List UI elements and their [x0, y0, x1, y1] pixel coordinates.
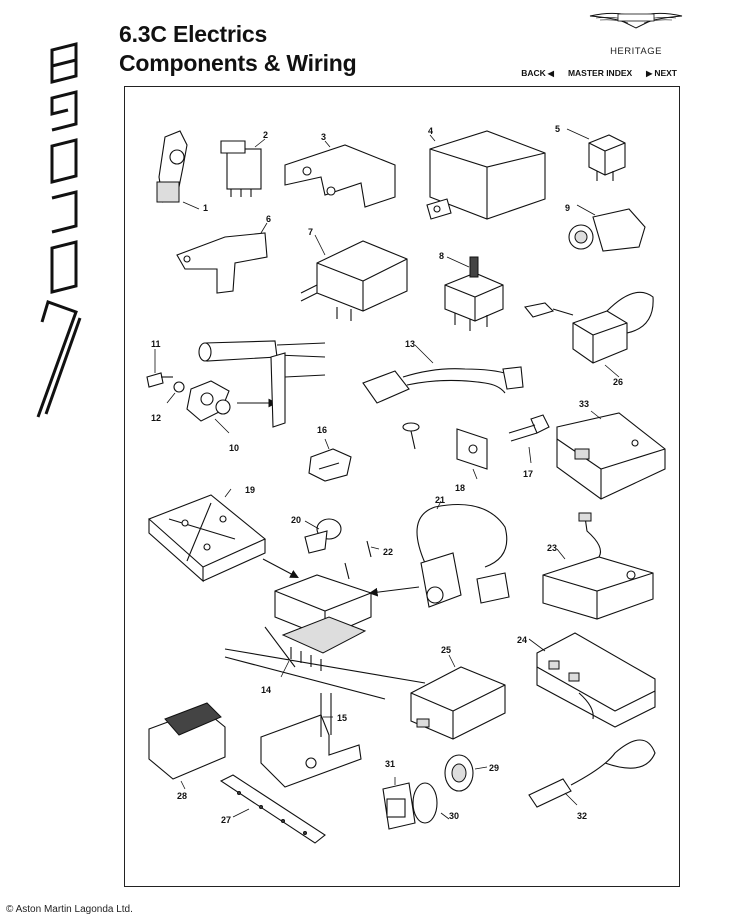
part-27-drawing — [219, 774, 326, 844]
part-13-drawing — [362, 344, 524, 404]
part-label: 1 — [203, 203, 208, 213]
part-23-drawing — [542, 512, 654, 620]
part-label: 22 — [383, 547, 393, 557]
master-index-link[interactable]: MASTER INDEX — [568, 68, 632, 78]
nav-bar: BACK◀ MASTER INDEX ▶NEXT — [521, 68, 677, 78]
title-line-1: 6.3C Electrics — [119, 21, 268, 47]
part-label: 2 — [263, 130, 268, 140]
part-label: 14 — [261, 685, 271, 695]
part-label: 20 — [291, 515, 301, 525]
part-label: 6 — [266, 214, 271, 224]
part-label: 27 — [221, 815, 231, 825]
screw-drawing — [402, 422, 420, 450]
part-label: 10 — [229, 443, 239, 453]
part-label: 4 — [428, 126, 433, 136]
next-link[interactable]: ▶NEXT — [646, 68, 677, 78]
back-arrow-icon: ◀ — [547, 68, 554, 78]
back-link[interactable]: BACK◀ — [521, 68, 554, 78]
part-11-12-10-drawing — [146, 349, 231, 434]
steering-column-drawing — [198, 340, 326, 428]
next-label: NEXT — [654, 68, 677, 78]
parts-diagram: 1 2 3 4 5 6 7 8 9 10 11 12 13 14 15 16 1… — [124, 86, 680, 887]
part-25-drawing — [410, 654, 506, 740]
part-6-drawing — [176, 222, 268, 294]
part-label: 29 — [489, 763, 499, 773]
wings-logo — [589, 12, 683, 29]
part-label: 3 — [321, 132, 326, 142]
part-16-drawing — [308, 438, 352, 482]
next-arrow-icon: ▶ — [646, 68, 653, 78]
copyright-footer: © Aston Martin Lagonda Ltd. — [6, 904, 133, 915]
part-20-22-drawing — [304, 518, 380, 580]
part-label: 33 — [579, 399, 589, 409]
part-label: 30 — [449, 811, 459, 821]
part-label: 11 — [151, 339, 161, 349]
part-label: 13 — [405, 339, 415, 349]
part-1-drawing — [156, 130, 200, 210]
part-label: 5 — [555, 124, 560, 134]
parts-diagram-svg: 1 2 3 4 5 6 7 8 9 10 11 12 13 14 15 16 1… — [146, 124, 666, 844]
part-24-drawing — [528, 632, 656, 728]
heritage-label: HERITAGE — [610, 46, 662, 57]
part-28-drawing — [148, 702, 226, 790]
part-labels: 1 2 3 4 5 6 7 8 9 10 11 12 13 14 15 16 1… — [151, 124, 623, 825]
part-label: 17 — [523, 469, 533, 479]
back-label: BACK — [521, 68, 546, 78]
part-label: 26 — [613, 377, 623, 387]
part-label: 16 — [317, 425, 327, 435]
part-21-drawing — [416, 500, 510, 608]
part-14-drawing — [224, 574, 426, 700]
part-label: 23 — [547, 543, 557, 553]
part-label: 12 — [151, 413, 161, 423]
part-4-drawing — [426, 130, 546, 220]
part-26-drawing — [524, 291, 654, 378]
part-label: 25 — [441, 645, 451, 655]
part-19-drawing — [147, 488, 267, 583]
part-18-drawing — [456, 428, 488, 480]
part-2-drawing — [220, 138, 266, 197]
part-label: 19 — [245, 485, 255, 495]
master-index-label: MASTER INDEX — [567, 68, 633, 78]
part-label: 18 — [455, 483, 465, 493]
page-title: 6.3C Electrics Components & Wiring — [119, 20, 357, 78]
part-3-drawing — [284, 140, 396, 208]
aston-martin-badge: HERITAGE — [586, 8, 686, 57]
part-7-drawing — [300, 234, 408, 321]
title-line-2: Components & Wiring — [119, 50, 357, 76]
part-label: 15 — [337, 713, 347, 723]
part-label: 21 — [435, 495, 445, 505]
part-label: 32 — [577, 811, 587, 821]
part-5-drawing — [566, 128, 626, 181]
part-label: 8 — [439, 251, 444, 261]
part-8-drawing — [444, 256, 504, 331]
part-17-drawing — [508, 414, 550, 464]
part-label: 7 — [308, 227, 313, 237]
part-label: 31 — [385, 759, 395, 769]
part-label: 9 — [565, 203, 570, 213]
part-29-30-31-drawing — [382, 754, 488, 830]
part-32-drawing — [528, 739, 656, 808]
part-9-drawing — [568, 204, 646, 252]
vantage-side-logo — [36, 42, 82, 418]
part-15-drawing — [260, 693, 362, 788]
part-label: 24 — [517, 635, 527, 645]
part-label: 28 — [177, 791, 187, 801]
part-33-drawing — [556, 410, 666, 500]
